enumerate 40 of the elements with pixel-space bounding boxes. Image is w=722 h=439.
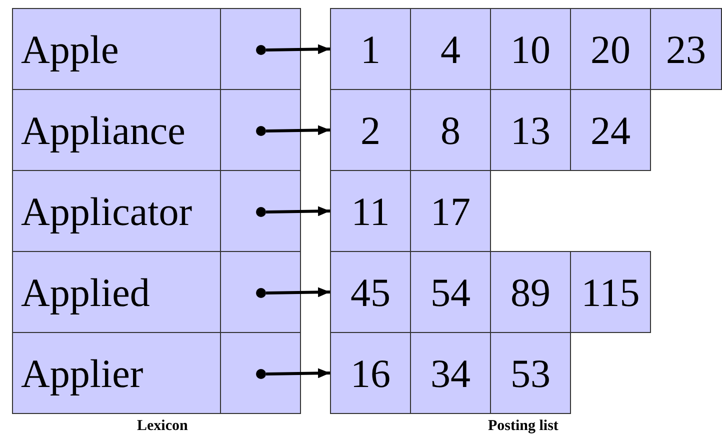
term-cell: Applicator xyxy=(12,170,221,252)
term-cell: Apple xyxy=(12,8,221,90)
arrow xyxy=(266,125,330,136)
posting-cell: 23 xyxy=(650,8,722,90)
posting-cell: 2 xyxy=(330,89,411,171)
posting-cell: 4 xyxy=(410,8,491,90)
table-caption: Posting list xyxy=(488,418,558,435)
posting-cell: 17 xyxy=(410,170,491,252)
pointer-dot xyxy=(256,369,266,379)
arrow xyxy=(266,287,330,298)
posting-cell: 13 xyxy=(490,89,571,171)
term-cell: Appliance xyxy=(12,89,221,171)
posting-cell: 8 xyxy=(410,89,491,171)
pointer-cell xyxy=(220,89,301,171)
pointer-dot xyxy=(256,126,266,136)
posting-cell: 20 xyxy=(570,8,651,90)
term-cell: Applied xyxy=(12,251,221,333)
posting-cell: 54 xyxy=(410,251,491,333)
posting-cell: 10 xyxy=(490,8,571,90)
pointer-cell xyxy=(220,170,301,252)
posting-cell: 53 xyxy=(490,332,571,414)
posting-cell: 24 xyxy=(570,89,651,171)
arrow xyxy=(266,368,330,378)
posting-cell: 45 xyxy=(330,251,411,333)
term-cell: Applier xyxy=(12,332,221,414)
pointer-dot xyxy=(256,45,266,55)
posting-cell: 115 xyxy=(570,251,651,333)
pointer-cell xyxy=(220,332,301,414)
posting-cell: 11 xyxy=(330,170,411,252)
pointer-cell xyxy=(220,8,301,90)
posting-cell: 89 xyxy=(490,251,571,333)
arrow xyxy=(266,206,330,216)
posting-cell: 34 xyxy=(410,332,491,414)
arrow xyxy=(266,44,330,54)
posting-cell: 16 xyxy=(330,332,411,414)
posting-cell: 1 xyxy=(330,8,411,90)
pointer-cell xyxy=(220,251,301,333)
pointer-dot xyxy=(256,207,266,217)
pointer-dot xyxy=(256,288,266,298)
table-caption: Lexicon xyxy=(137,418,188,435)
